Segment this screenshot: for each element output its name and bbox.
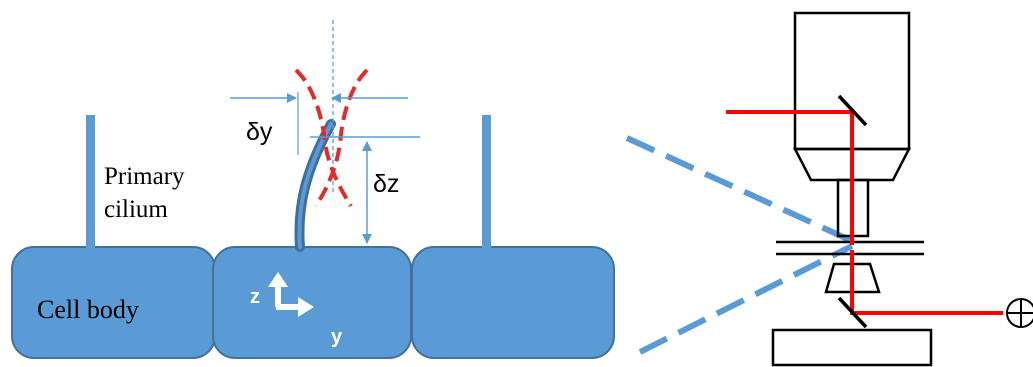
primary-cilium-right <box>482 115 491 248</box>
bent-cilium <box>294 119 336 252</box>
delta-y-dimension <box>230 92 408 155</box>
primary-cilium-left <box>86 115 95 248</box>
crosshair-circle-icon <box>1006 298 1033 328</box>
axis-y-label: y <box>331 326 343 348</box>
delta-z-label: δz <box>373 170 399 198</box>
condenser <box>824 262 881 294</box>
laser-focus-cone <box>294 68 369 208</box>
axis-indicator <box>268 272 314 317</box>
beam-splitter-bottom <box>837 296 868 329</box>
beam-splitter-top <box>837 94 868 127</box>
cell-body-right <box>411 246 615 359</box>
cell-body-label: Cell body <box>37 295 139 324</box>
laser-beam-path <box>726 110 1003 315</box>
axis-z-label: z <box>250 286 260 308</box>
delta-y-label: δy <box>246 118 273 146</box>
zoom-line-lower <box>638 243 854 355</box>
cell-layer <box>11 246 615 359</box>
cell-body-middle <box>212 246 412 359</box>
delta-z-dimension <box>310 136 420 244</box>
primary-cilium-label-line1: Primary <box>104 163 185 190</box>
objective-lens <box>792 147 912 182</box>
primary-cilium-label-line2: cilium <box>104 196 168 223</box>
base-stage <box>771 328 933 367</box>
zoom-line-upper <box>625 135 854 244</box>
